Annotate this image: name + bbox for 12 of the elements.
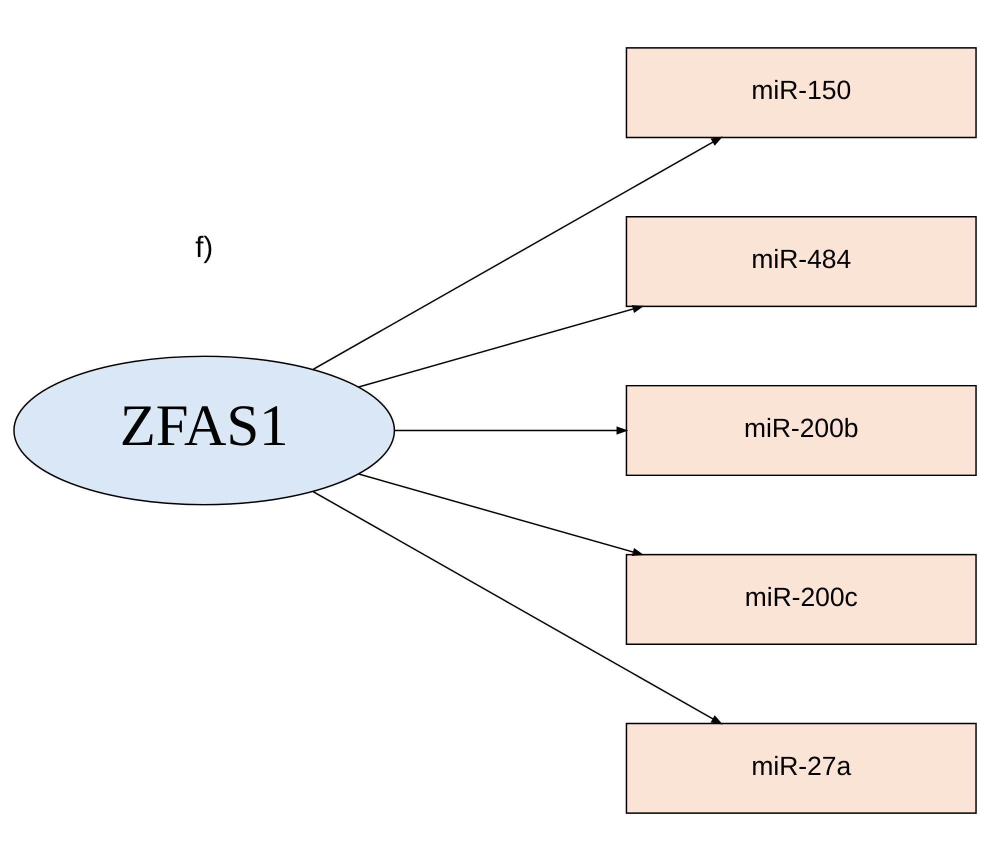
arrow (358, 305, 644, 388)
node-box: miR-200c (626, 554, 977, 645)
node-box: miR-27a (626, 722, 977, 814)
arrow (394, 426, 628, 435)
node-box: miR-200b (626, 384, 977, 476)
label: f) (195, 231, 214, 264)
node-box: miR-150 (626, 47, 977, 138)
arrow (358, 473, 644, 556)
arrow (312, 491, 723, 725)
node-box: miR-484 (626, 216, 977, 308)
arrow (312, 136, 723, 370)
node-ellipse: ZFAS1 (13, 356, 396, 506)
